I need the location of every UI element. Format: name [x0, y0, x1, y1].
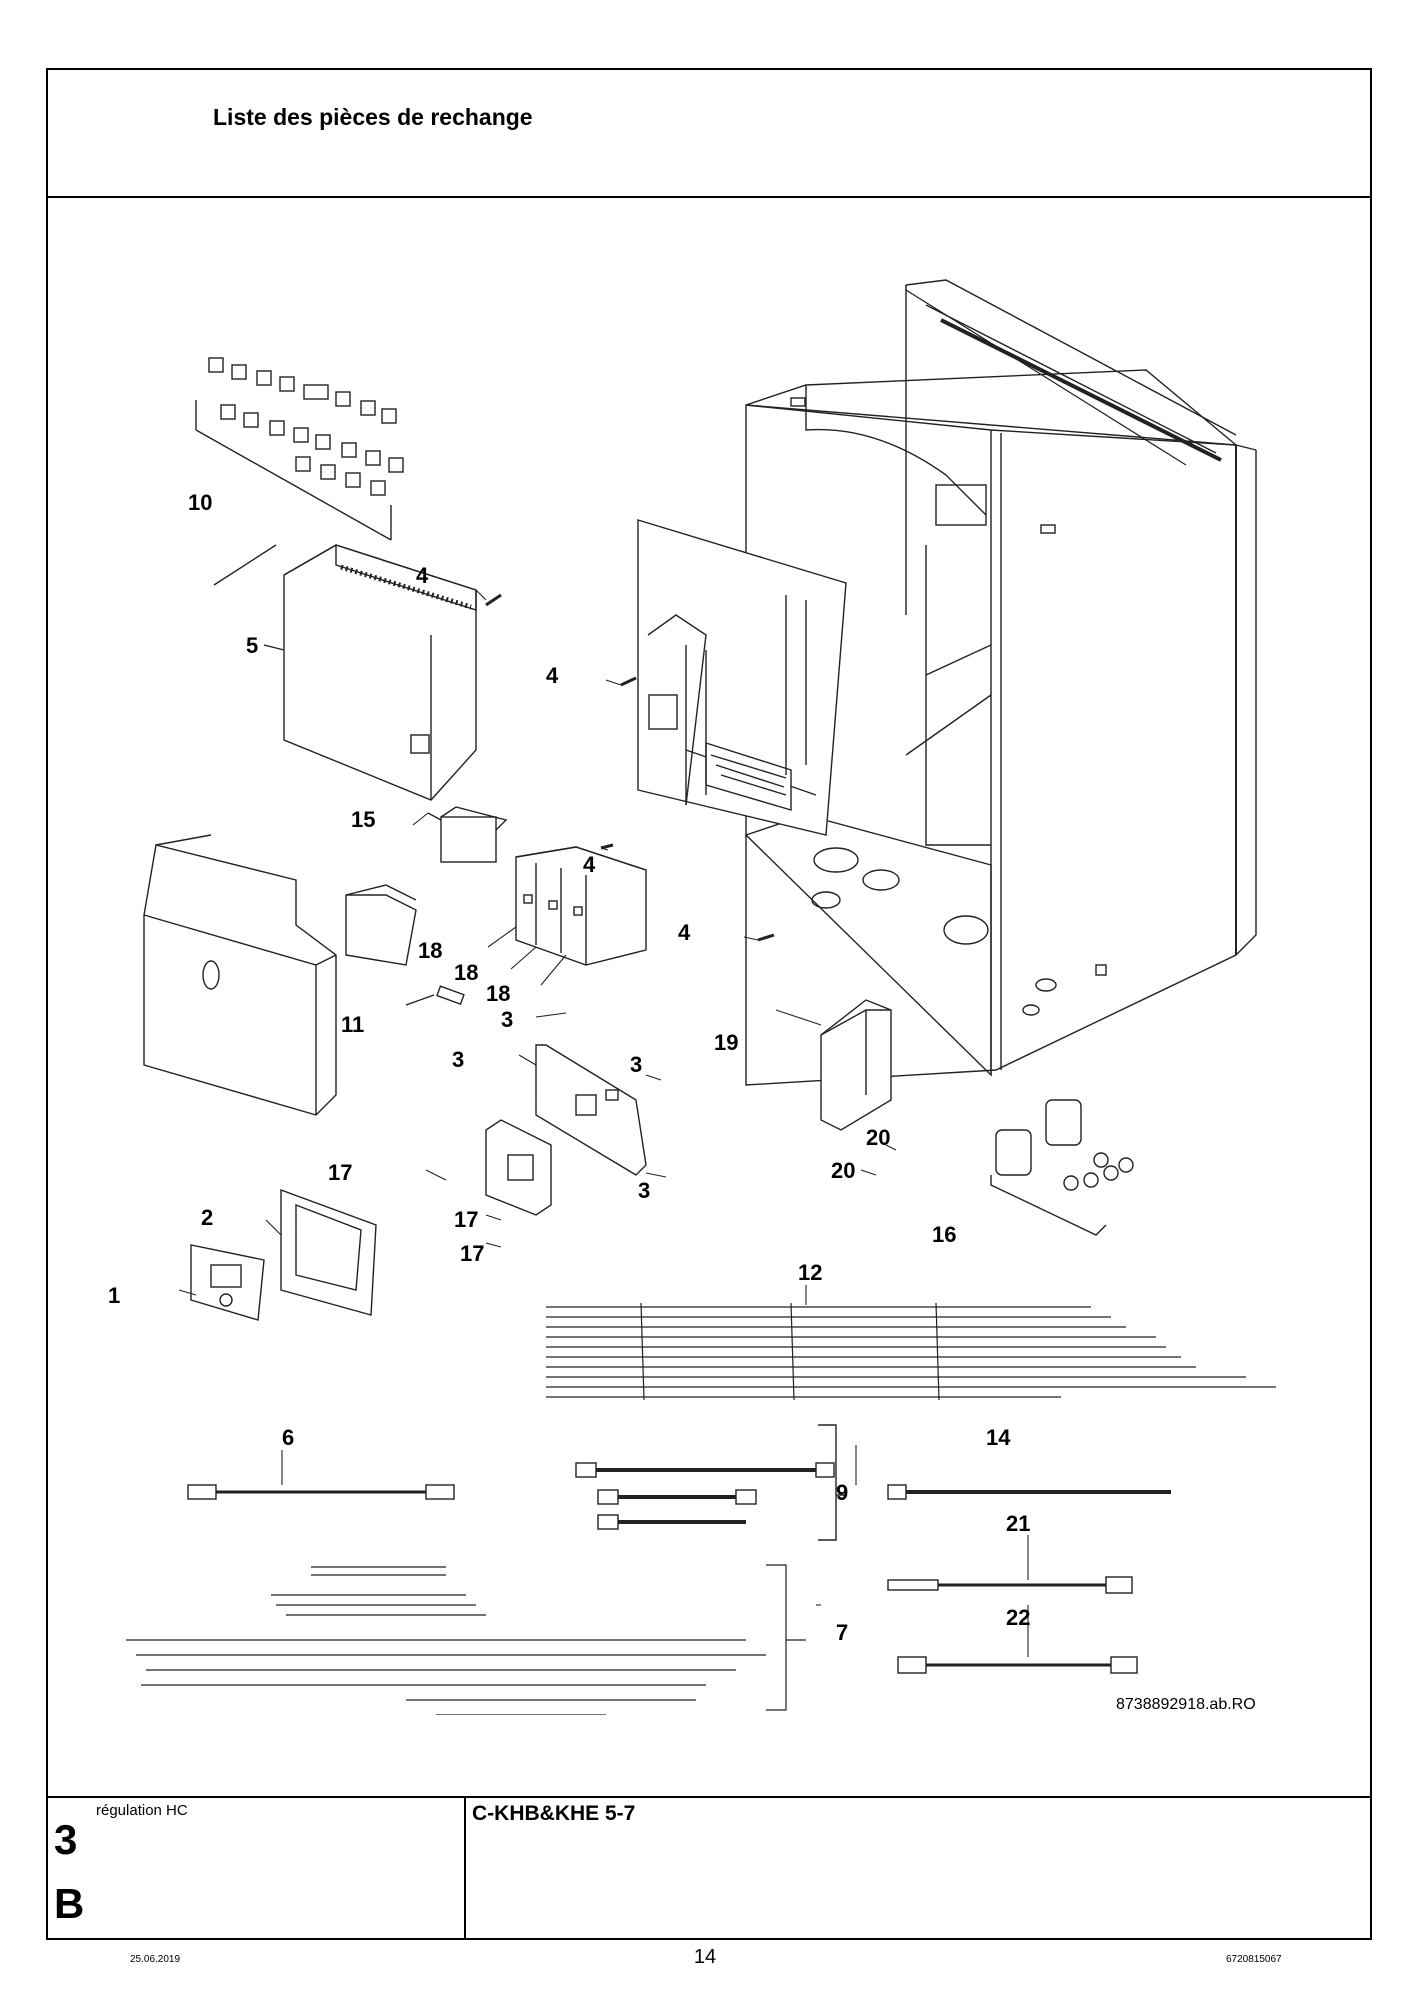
callout-9: 9	[836, 1480, 848, 1505]
callout-19: 19	[714, 1030, 738, 1055]
callout-14: 14	[986, 1425, 1011, 1450]
callout-4a: 4	[416, 563, 429, 588]
page-number: 14	[693, 1946, 717, 1968]
document-number: 6720815067	[1226, 1954, 1282, 1965]
callout-3b: 3	[452, 1047, 464, 1072]
part-9-cable-set	[575, 1424, 846, 1541]
callout-22: 22	[1006, 1605, 1030, 1630]
callout-20b: 20	[831, 1158, 855, 1183]
part-4-screws	[485, 593, 775, 942]
drawing-reference: 8738892918.ab.RO	[1116, 1696, 1256, 1713]
callout-3a: 3	[501, 1007, 513, 1032]
callout-17a: 17	[328, 1160, 352, 1185]
callout-3d: 3	[638, 1178, 650, 1203]
part-1-room-controller	[190, 1244, 265, 1321]
callout-4c: 4	[583, 852, 596, 877]
callout-6: 6	[282, 1425, 294, 1450]
section-letter: B	[54, 1880, 85, 1927]
callout-5: 5	[246, 633, 258, 658]
section-label: régulation HC	[96, 1802, 188, 1819]
part-2-mounting-frame	[280, 1188, 377, 1316]
part-6-sensor-cable	[187, 1484, 455, 1500]
callout-4d: 4	[678, 920, 691, 945]
part-5-control-module	[263, 544, 477, 801]
part-22-cable	[897, 1656, 1138, 1674]
callout-12: 12	[798, 1260, 822, 1285]
callout-20a: 20	[866, 1125, 890, 1150]
callout-21: 21	[1006, 1511, 1030, 1536]
part-7-wiring-harness	[126, 1564, 806, 1715]
callout-18b: 18	[454, 960, 478, 985]
callout-1: 1	[108, 1283, 120, 1308]
callout-4b: 4	[546, 663, 559, 688]
part-12-cable-bundle	[546, 1302, 1276, 1401]
callout-18c: 18	[486, 981, 510, 1006]
leader-lines	[178, 589, 1029, 1657]
footer-column-divider	[464, 1796, 466, 1940]
callout-2: 2	[201, 1205, 213, 1230]
part-11-fuse	[405, 985, 465, 1006]
part-10-connectors	[195, 357, 404, 586]
cabinet-housing	[744, 279, 1257, 1086]
document-date: 25.06.2019	[130, 1954, 181, 1965]
part-15-relay	[427, 806, 508, 863]
callout-17c: 17	[460, 1241, 484, 1266]
mounting-plate	[637, 519, 847, 836]
page-title: Liste des pièces de rechange	[213, 104, 533, 130]
section-number: 3	[54, 1816, 78, 1863]
part-18-contactors	[515, 846, 647, 966]
header-divider	[48, 196, 1370, 198]
part-21-cable	[887, 1576, 1133, 1594]
part-3-bracket	[535, 1044, 647, 1176]
page-frame: Liste des pièces de rechange régulation …	[46, 68, 1372, 1940]
callout-15: 15	[351, 807, 375, 832]
callout-11: 11	[341, 1012, 364, 1037]
callout-7: 7	[836, 1620, 848, 1645]
callout-18a: 18	[418, 938, 442, 963]
callout-10: 10	[188, 490, 212, 515]
callout-16: 16	[932, 1222, 956, 1247]
callout-17b: 17	[454, 1207, 478, 1232]
model-name: C-KHB&KHE 5-7	[472, 1802, 636, 1825]
part-17-base	[485, 1119, 552, 1216]
footer-divider	[48, 1796, 1370, 1798]
electrical-cover	[143, 834, 337, 1116]
callout-labels: 10 4 5 4 15 4 4 18 18 18 11 3 19 3 3 20 …	[108, 490, 1256, 1713]
part-19-module-box	[820, 999, 892, 1131]
callout-3c: 3	[630, 1052, 642, 1077]
relay-bracket	[345, 884, 417, 966]
exploded-parts-drawing: 10 4 5 4 15 4 4 18 18 18 11 3 19 3 3 20 …	[108, 279, 1276, 1715]
part-14-cable-tie	[887, 1484, 1171, 1500]
part-16-cable-glands	[990, 1099, 1134, 1236]
